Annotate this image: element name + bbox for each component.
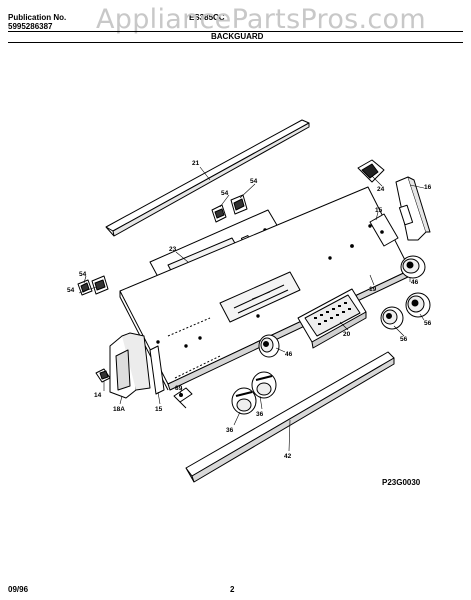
leader-lines [78, 166, 425, 452]
part-36-knob [231, 387, 257, 415]
label-part-54: 54 [221, 190, 229, 197]
label-part-20: 20 [343, 331, 351, 338]
part-54-bracket [91, 275, 109, 295]
label-part-56: 56 [424, 320, 432, 327]
diagram-code: P23G0030 [382, 478, 421, 487]
label-part-18a: 18A [113, 406, 125, 413]
model-number: ES385CC [189, 13, 225, 22]
label-part-54: 54 [79, 271, 87, 278]
footer-date: 09/96 [8, 585, 29, 594]
part-20-control-board [297, 288, 367, 349]
label-part-54: 54 [67, 287, 75, 294]
part-18a-left-end-cap [109, 332, 151, 399]
part-56-knob [380, 306, 404, 330]
label-part-36: 36 [256, 411, 264, 418]
part-46-knob [258, 334, 280, 358]
part-21-trim-strip [105, 119, 310, 237]
label-part-14: 14 [94, 392, 102, 399]
part-16-right-end-cap [395, 176, 431, 241]
label-part-46: 46 [285, 351, 293, 358]
label-part-89: 89 [175, 385, 183, 392]
part-89-connector [173, 387, 193, 409]
label-part-19: 19 [369, 286, 377, 293]
label-part-46: 46 [411, 279, 419, 286]
label-part-15: 15 [375, 207, 383, 214]
part-42-trim-strip [185, 351, 395, 483]
section-title: BACKGUARD [211, 32, 264, 41]
header-rule-bottom [8, 42, 463, 43]
label-part-42: 42 [284, 453, 292, 460]
label-part-15: 15 [155, 406, 163, 413]
label-part-56: 56 [400, 336, 408, 343]
part-14-screw [95, 368, 111, 383]
label-part-16: 16 [424, 184, 432, 191]
part-36-knob [251, 371, 277, 399]
label-part-24: 24 [377, 186, 385, 193]
part-54-bracket [230, 194, 248, 215]
part-15-bracket-right [369, 213, 399, 247]
part-54-bracket [77, 279, 93, 296]
part-15-bracket-left [149, 345, 165, 395]
part-56-knob [405, 292, 431, 318]
header-rule-top [8, 31, 463, 32]
label-part-36: 36 [226, 427, 234, 434]
label-part-23: 23 [169, 246, 177, 253]
part-54-bracket [211, 204, 227, 223]
publication-number: 5995286387 [8, 22, 53, 31]
part-24-clip [357, 159, 385, 183]
part-46-knob [400, 255, 426, 279]
publication-label: Publication No. [8, 13, 67, 22]
label-part-54: 54 [250, 178, 258, 185]
watermark-logo: AppliancePartsPros.com [96, 4, 426, 35]
label-part-21: 21 [192, 160, 200, 167]
page-number: 2 [230, 585, 235, 594]
